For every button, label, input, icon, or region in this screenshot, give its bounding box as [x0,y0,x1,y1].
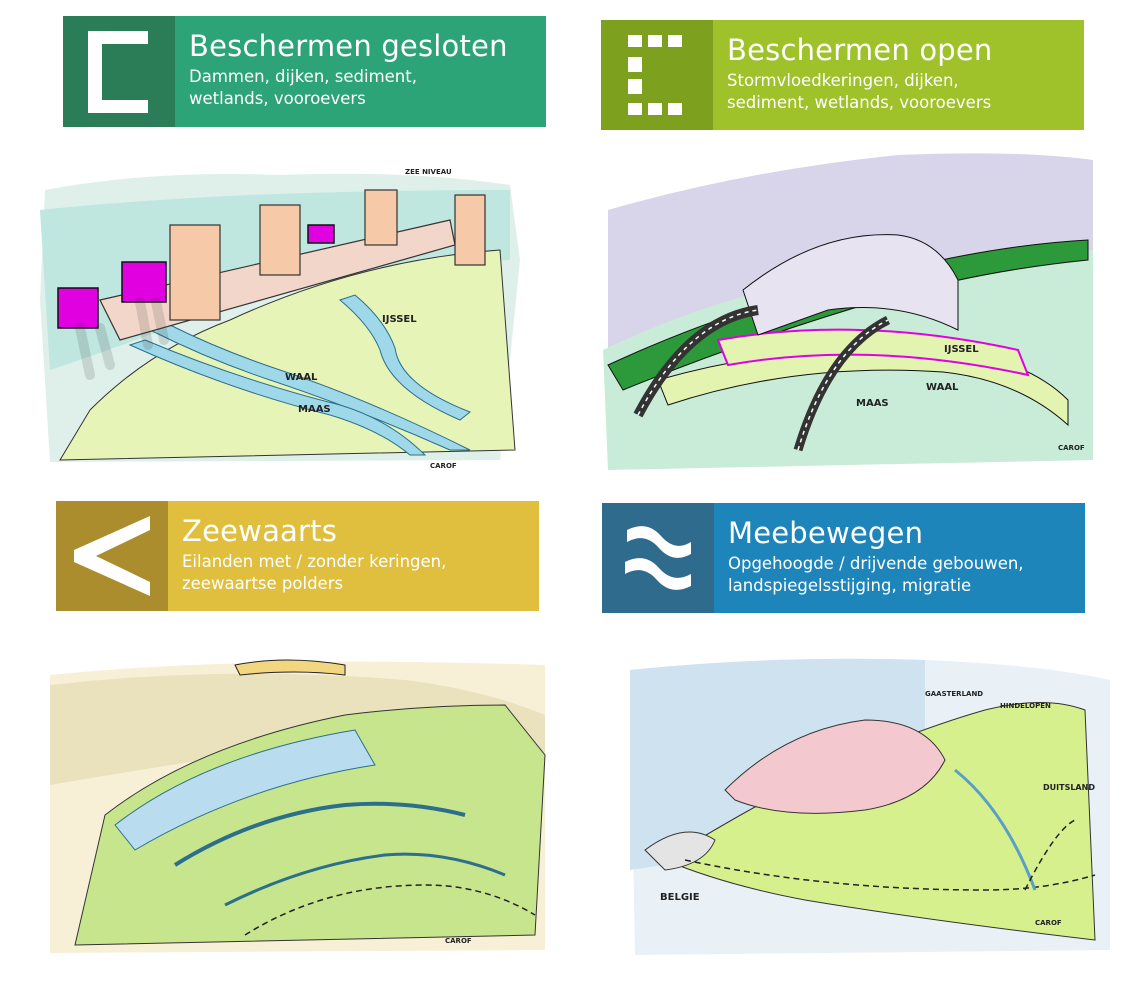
label-belgie: BELGIE [660,892,700,903]
text-box: Beschermen open Stormvloedkeringen, dijk… [713,20,1084,130]
illustration-meebewegen: BELGIE DUITSLAND GAASTERLAND HINDELOPEN … [625,650,1115,965]
subtitle-line: Dammen, dijken, sediment, [189,67,417,86]
banner-title: Beschermen open [727,33,993,67]
icon-box [56,501,168,611]
illustration-zeewaarts: CAROF [45,635,550,955]
label-gaasterland: GAASTERLAND [925,690,983,698]
text-box: Meebewegen Opgehoogde / drijvende gebouw… [714,503,1085,613]
subtitle-line: Stormvloedkeringen, dijken, [727,71,959,90]
signature: CAROF [1035,919,1062,927]
label-waal: WAAL [285,372,318,383]
signature: CAROF [445,937,472,945]
label-zeeniveau: ZEE NIVEAU [405,168,452,176]
label-ijssel: IJSSEL [382,314,417,325]
banner-title: Meebewegen [728,516,924,550]
chevron-left-icon [74,516,150,596]
icon-box [602,503,714,613]
text-box: Beschermen gesloten Dammen, dijken, sedi… [175,16,546,127]
banner-subtitle: Opgehoogde / drijvende gebouwen, landspi… [728,553,1071,597]
subtitle-line: Opgehoogde / drijvende gebouwen, [728,554,1024,573]
waves-icon [625,526,691,590]
subtitle-line: Eilanden met / zonder keringen, [182,552,447,571]
icon-box [63,16,175,127]
banner-subtitle: Dammen, dijken, sediment, wetlands, voor… [189,66,532,110]
banner-zeewaarts: Zeewaarts Eilanden met / zonder keringen… [56,501,539,611]
banner-subtitle: Eilanden met / zonder keringen, zeewaart… [182,551,525,595]
label-duitsland: DUITSLAND [1043,783,1095,792]
subtitle-line: landspiegelsstijging, migratie [728,576,972,595]
signature: CAROF [430,462,457,470]
banner-beschermen-gesloten: Beschermen gesloten Dammen, dijken, sedi… [63,16,546,127]
banner-title: Zeewaarts [182,514,338,548]
signature: CAROF [1058,444,1085,452]
text-box: Zeewaarts Eilanden met / zonder keringen… [168,501,539,611]
closed-bracket-icon [88,30,148,113]
illustration-beschermen-gesloten: IJSSEL WAAL MAAS ZEE NIVEAU CAROF [30,150,530,470]
banner-subtitle: Stormvloedkeringen, dijken, sediment, we… [727,70,1070,114]
dashed-bracket-icon [628,35,682,115]
illustration-beschermen-open: IJSSEL WAAL MAAS CAROF [598,150,1098,470]
subtitle-line: sediment, wetlands, vooroevers [727,93,992,112]
label-hindeloopen: HINDELOPEN [1000,702,1051,710]
label-maas: MAAS [298,404,331,415]
label-ijssel: IJSSEL [944,344,979,355]
label-waal: WAAL [926,382,959,393]
subtitle-line: zeewaartse polders [182,574,344,593]
banner-beschermen-open: Beschermen open Stormvloedkeringen, dijk… [601,20,1084,130]
icon-box [601,20,713,130]
label-maas: MAAS [856,398,889,409]
banner-meebewegen: Meebewegen Opgehoogde / drijvende gebouw… [602,503,1085,613]
banner-title: Beschermen gesloten [189,29,508,63]
subtitle-line: wetlands, vooroevers [189,89,366,108]
